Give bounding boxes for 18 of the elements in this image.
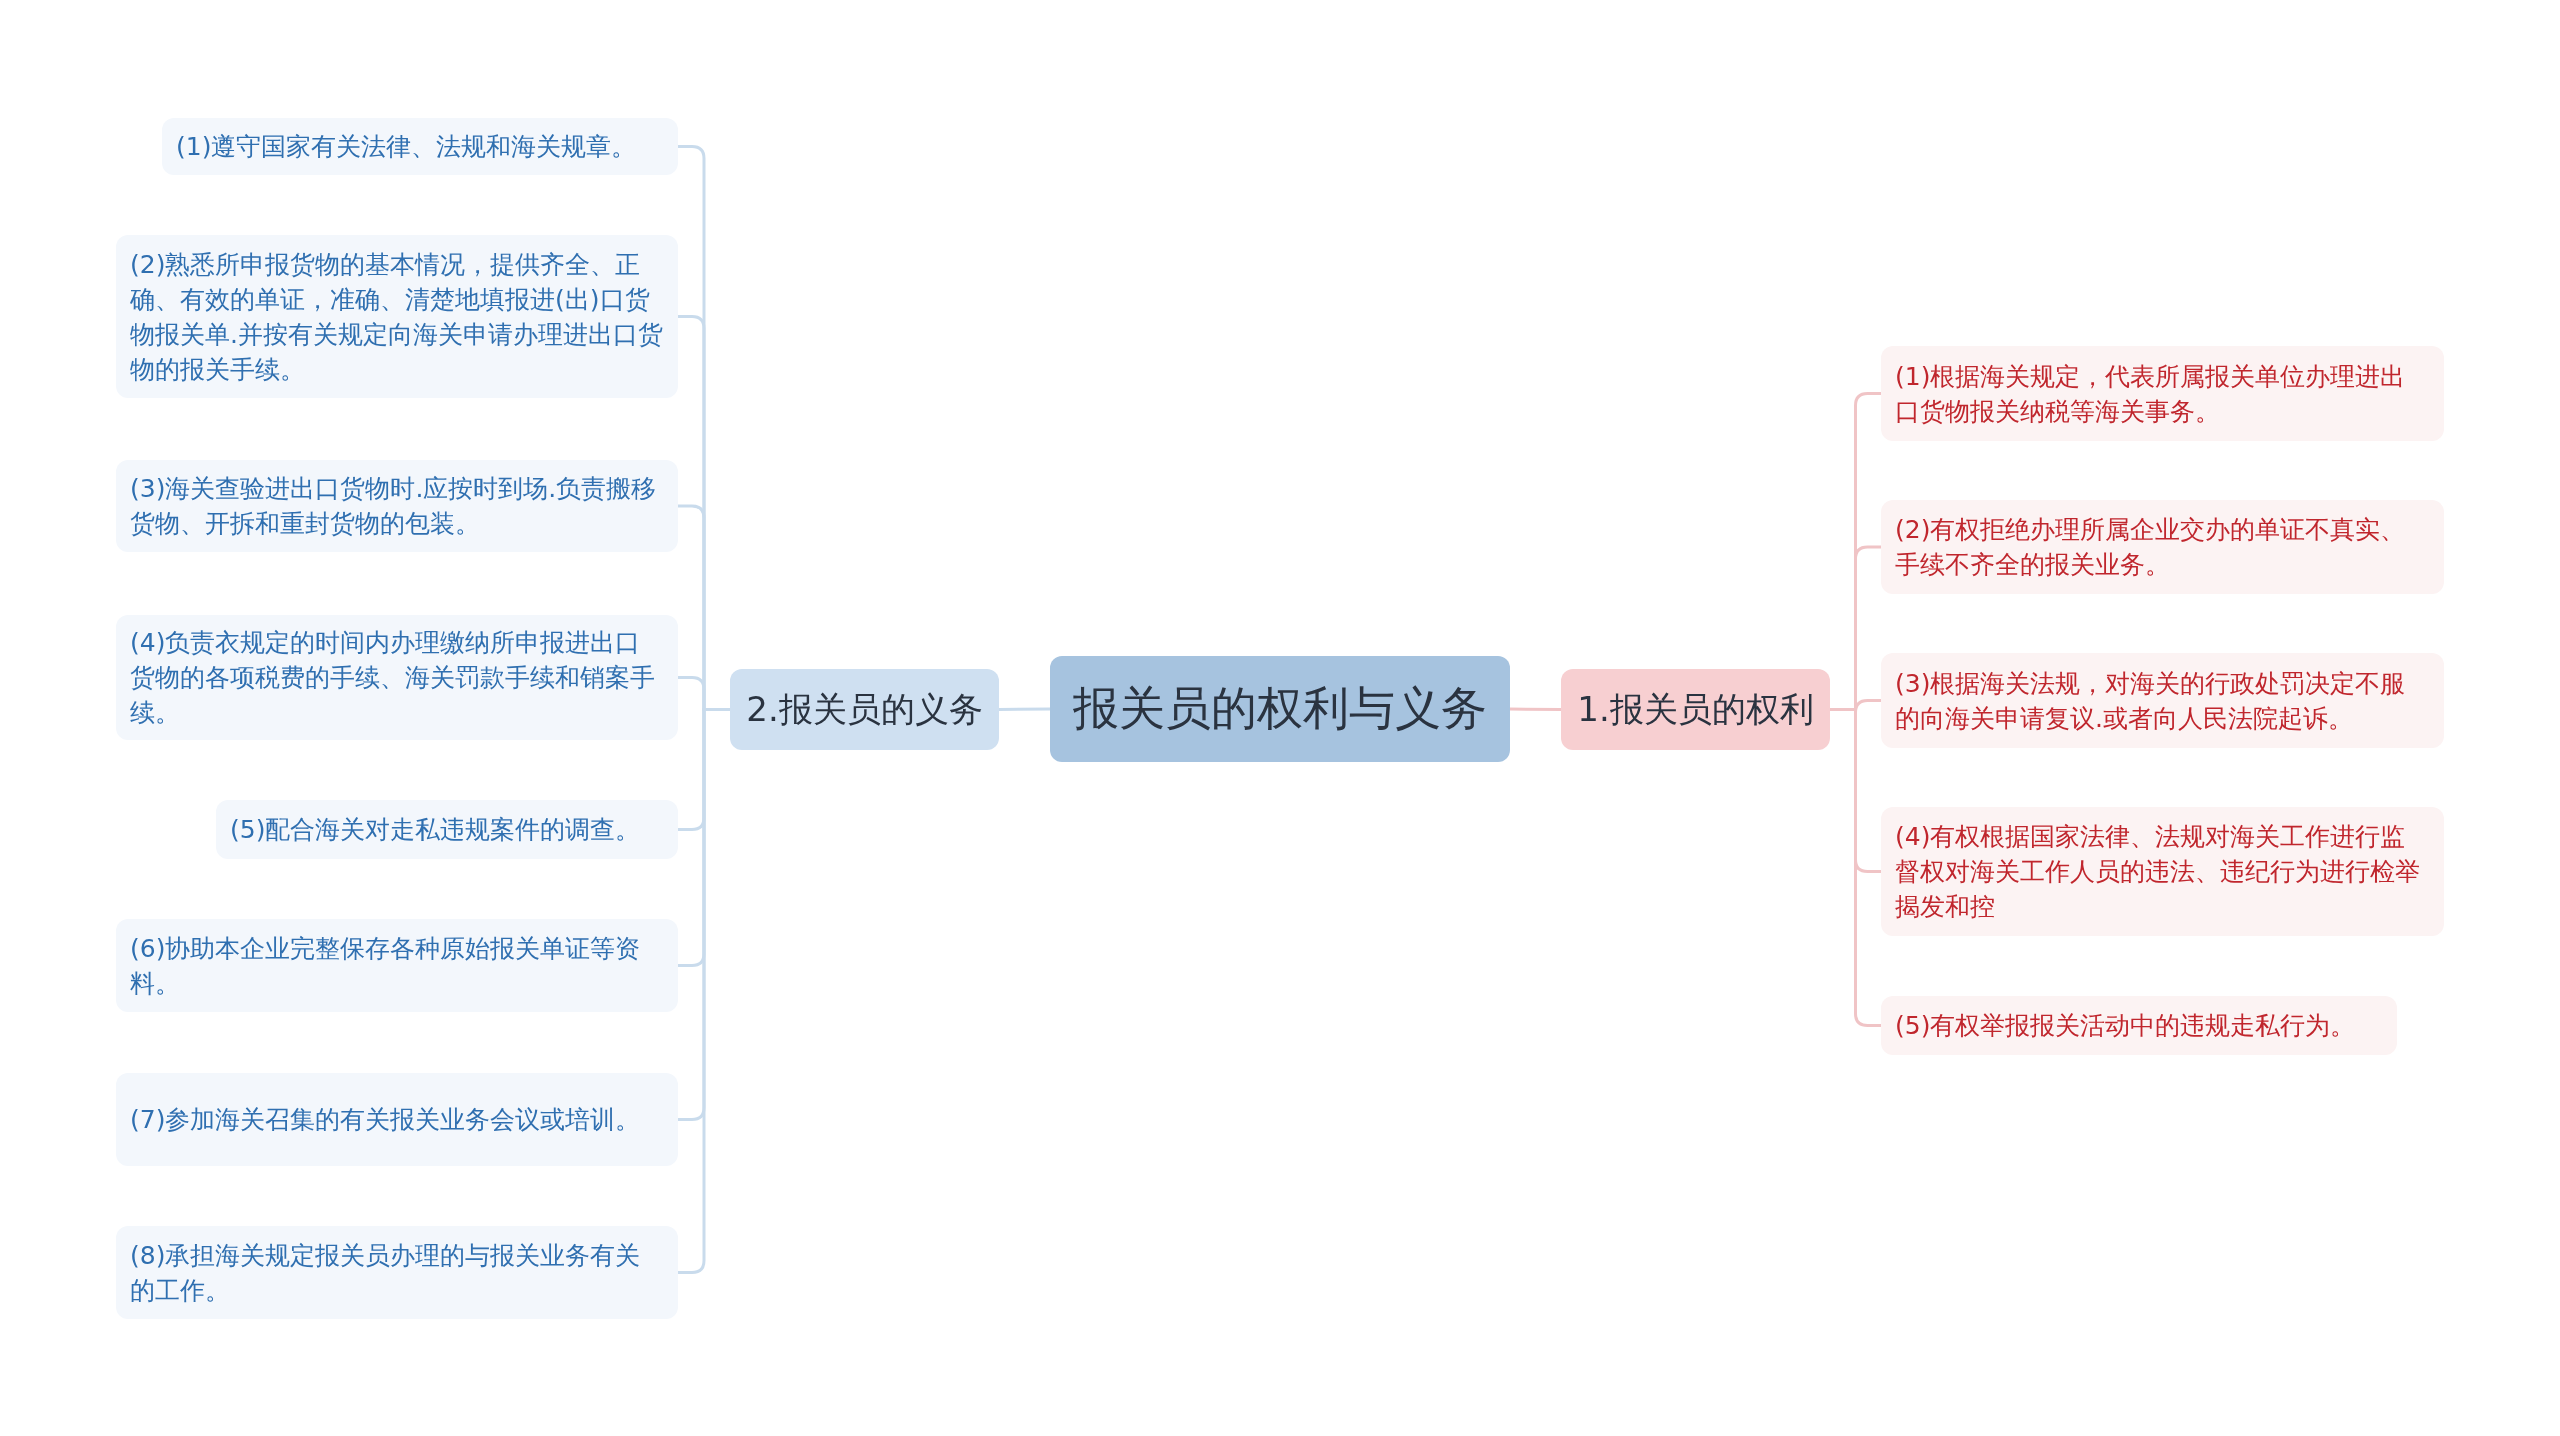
leaf-topic-box: (3)海关查验进出口货物时.应按时到场.负责搬移货物、开拆和重封货物的包装。 <box>116 460 678 552</box>
connector-line <box>1510 707 1561 711</box>
leaf-topic-box: (5)有权举报报关活动中的违规走私行为。 <box>1881 996 2397 1055</box>
leaf-topic-box: (1)根据海关规定，代表所属报关单位办理进出口货物报关纳税等海关事务。 <box>1881 346 2444 441</box>
connector-line <box>999 707 1050 711</box>
leaf-topic-box: (2)熟悉所申报货物的基本情况，提供齐全、正确、有效的单证，准确、清楚地填报进(出)口货物报关单.并按有关规定向海关申请办理进出口货物的报关手续。 <box>116 235 678 398</box>
branch-topic-box: 2.报关员的义务 <box>730 669 999 750</box>
leaf-topic-box: (5)配合海关对走私违规案件的调查。 <box>216 800 678 859</box>
leaf-topic-box: (7)参加海关召集的有关报关业务会议或培训。 <box>116 1073 678 1166</box>
leaf-topic-box: (1)遵守国家有关法律、法规和海关规章。 <box>162 118 678 175</box>
leaf-topic-box: (4)有权根据国家法律、法规对海关工作进行监督权对海关工作人员的违法、违纪行为进行检举揭发和控 <box>1881 807 2444 936</box>
leaf-topic-box: (3)根据海关法规，对海关的行政处罚决定不服的向海关申请复议.或者向人民法院起诉。 <box>1881 653 2444 748</box>
leaf-topic-box: (6)协助本企业完整保存各种原始报关单证等资料。 <box>116 919 678 1012</box>
leaf-topic-box: (8)承担海关规定报关员办理的与报关业务有关的工作。 <box>116 1226 678 1319</box>
leaf-topic-box: (4)负责衣规定的时间内办理缴纳所申报进出口货物的各项税费的手续、海关罚款手续和销案手续。 <box>116 615 678 740</box>
branch-topic-box: 1.报关员的权利 <box>1561 669 1830 750</box>
leaf-topic-box: (2)有权拒绝办理所属企业交办的单证不真实、手续不齐全的报关业务。 <box>1881 500 2444 594</box>
root-topic-box: 报关员的权利与义务 <box>1050 656 1510 762</box>
